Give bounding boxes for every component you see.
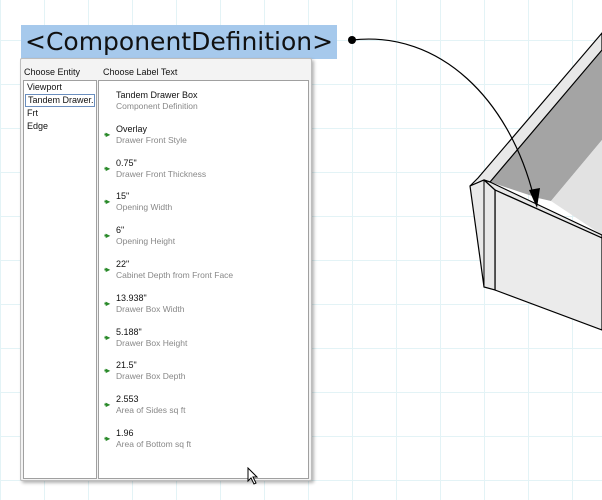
- label-description: Opening Width: [116, 202, 173, 213]
- label-value: 21.5": [116, 360, 137, 371]
- label-option[interactable]: ▪▸ 6"Opening Height: [99, 225, 299, 255]
- label-description: Drawer Box Height: [116, 337, 188, 348]
- label-description: Area of Sides sq ft: [116, 405, 186, 416]
- label-option[interactable]: ▪▸ 0.75"Drawer Front Thickness: [99, 158, 299, 188]
- entity-item[interactable]: Frt: [27, 108, 38, 118]
- attribute-arrow-icon: ▪▸: [104, 400, 110, 410]
- label-description: Drawer Box Depth: [116, 371, 186, 382]
- label-option[interactable]: ▪▸ 22"Cabinet Depth from Front Face: [99, 259, 299, 289]
- label-value: 2.553: [116, 394, 139, 405]
- attribute-arrow-icon: ▪▸: [104, 231, 110, 241]
- label-description: Area of Bottom sq ft: [116, 439, 192, 449]
- attribute-arrow-icon: ▪▸: [104, 366, 110, 376]
- label-option[interactable]: ▪▸ 21.5"Drawer Box Depth: [99, 360, 299, 390]
- label-description: Component Definition: [116, 101, 198, 111]
- label-value: 5.188": [116, 326, 142, 337]
- label-value: 13.938": [116, 292, 147, 303]
- label-value: 22": [116, 259, 130, 269]
- label-option[interactable]: ▪▸ 15"Opening Width: [99, 191, 299, 221]
- label-description: Drawer Front Thickness: [116, 168, 207, 179]
- attribute-arrow-icon: ▪▸: [104, 197, 110, 207]
- attribute-arrow-icon: ▪▸: [104, 163, 110, 173]
- drawer-inner-bottom: [551, 140, 602, 235]
- label-description: Cabinet Depth from Front Face: [116, 270, 234, 280]
- label-description: Opening Height: [116, 236, 176, 247]
- label-option[interactable]: ▪▸ 13.938"Drawer Box Width: [99, 293, 299, 323]
- label-header: Choose Label Text: [103, 67, 178, 77]
- drawer-inner-side: [490, 50, 602, 201]
- label-description: Drawer Box Width: [116, 303, 185, 314]
- entity-item[interactable]: Tandem Drawer...: [25, 94, 95, 107]
- entity-item[interactable]: Edge: [27, 121, 49, 131]
- drawer-box-model: [469, 32, 602, 331]
- leader-arrowhead-icon: [529, 188, 540, 208]
- label-value: 15": [116, 191, 130, 202]
- entity-item[interactable]: Viewport: [27, 82, 62, 92]
- leader-line: [351, 38, 535, 199]
- label-chooser-panel: Choose Entity Choose Label Text Viewport…: [20, 58, 312, 481]
- mouse-cursor-icon: [247, 467, 259, 485]
- attribute-arrow-icon: ▪▸: [104, 332, 110, 342]
- label-option[interactable]: ▪▸ 5.188"Drawer Box Height: [99, 327, 299, 357]
- attribute-arrow-icon: ▪▸: [104, 129, 110, 139]
- label-value: 1.96: [116, 428, 134, 438]
- label-value: Tandem Drawer Box: [116, 90, 198, 100]
- label-value: Overlay: [116, 123, 148, 134]
- label-value: 6": [116, 225, 125, 236]
- component-label-tag[interactable]: <ComponentDefinition>: [21, 25, 338, 59]
- attribute-arrow-icon: ▪▸: [104, 434, 110, 443]
- attribute-arrow-icon: ▪▸: [104, 298, 110, 308]
- label-value: 0.75": [116, 157, 137, 168]
- attribute-arrow-icon: ▪▸: [104, 265, 110, 274]
- drawer-front-edge: [469, 179, 496, 291]
- entity-header: Choose Entity: [24, 67, 81, 77]
- label-description: Drawer Front Style: [116, 134, 187, 145]
